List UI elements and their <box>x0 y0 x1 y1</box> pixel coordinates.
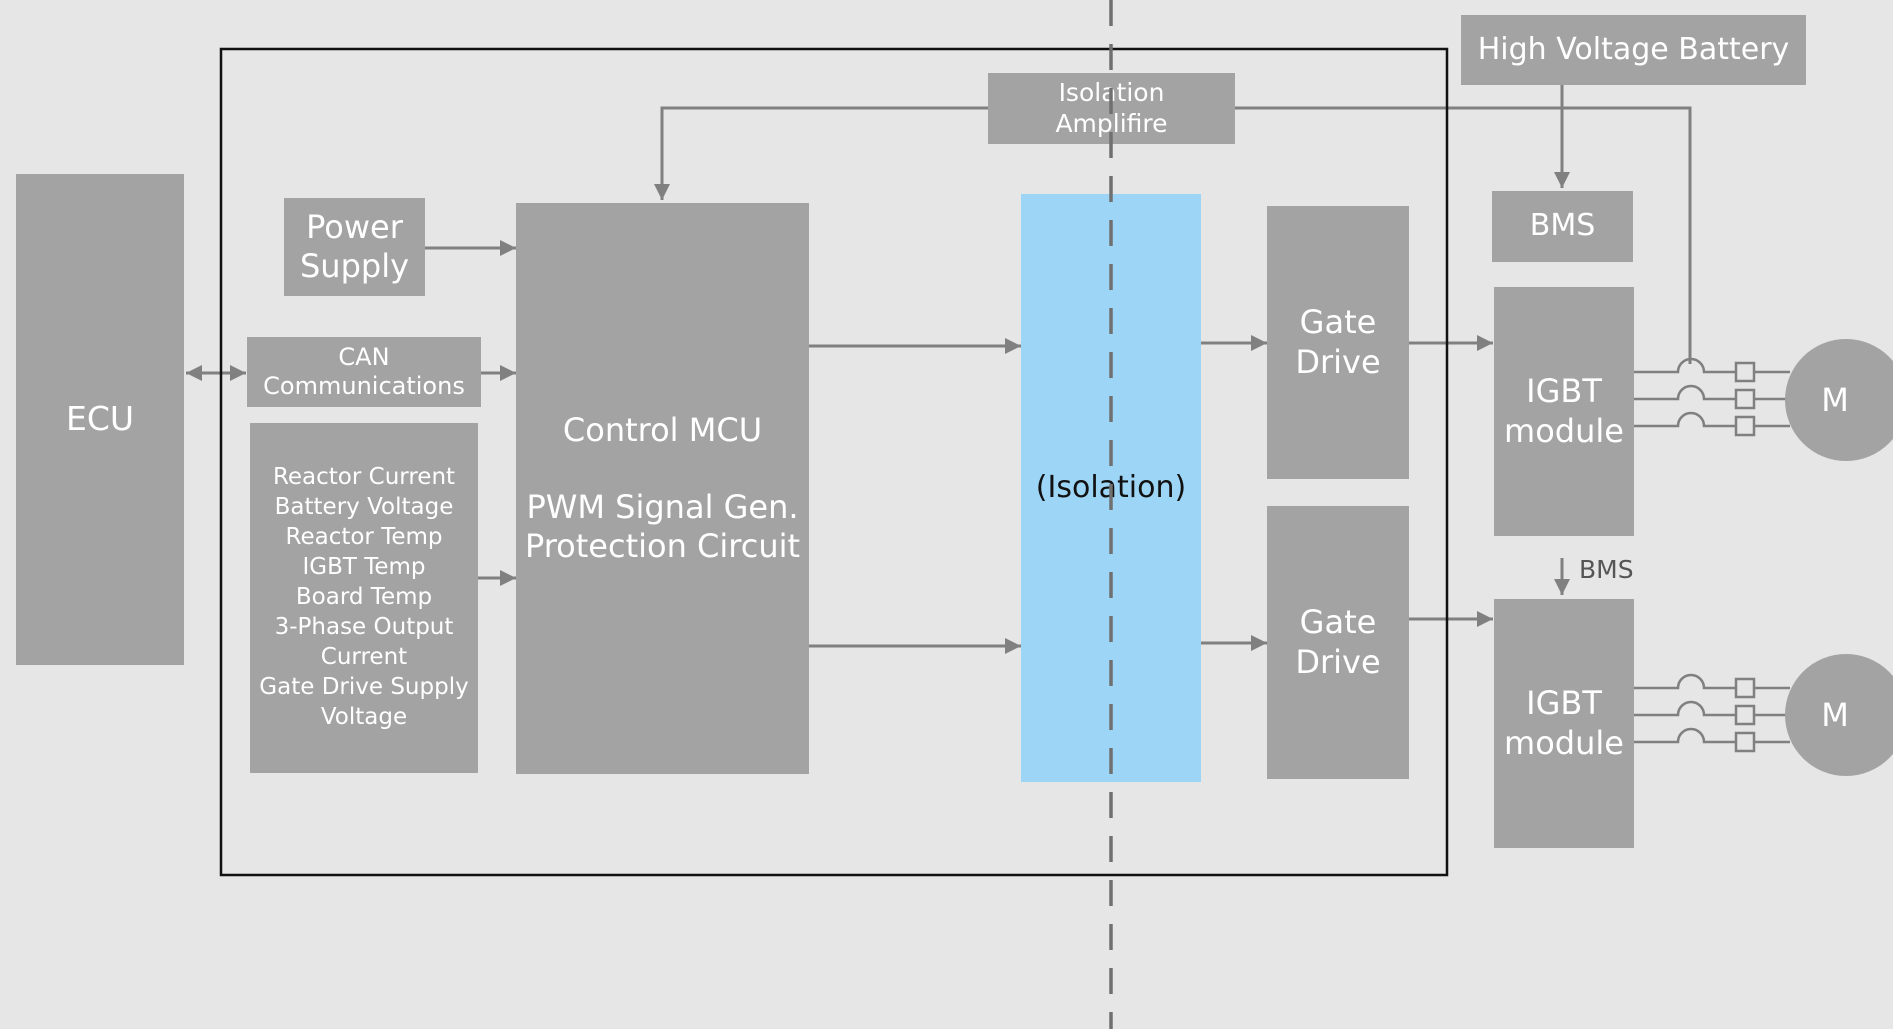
isoamp-mcu-arrow <box>654 106 988 200</box>
can-line-2: Communications <box>263 372 465 400</box>
bms-bottom-label: BMS <box>1579 555 1634 584</box>
bms-top-block: BMS <box>1492 191 1633 262</box>
sensor-item: Reactor Temp <box>285 524 443 551</box>
sensor-item: 3-Phase Output <box>274 613 454 640</box>
motor-bottom-label: M <box>1821 696 1849 734</box>
bms-top-label: BMS <box>1529 208 1596 244</box>
control-mcu-line-2: Protection Circuit <box>524 527 801 566</box>
gate-drive-bottom-line-1: Gate <box>1299 603 1377 642</box>
ecu-block: ECU <box>16 174 184 665</box>
igbt-bottom-block: IGBT module <box>1494 599 1634 848</box>
power-supply-line-1: Power <box>306 207 403 246</box>
sensor-item: Voltage <box>320 703 408 730</box>
igbt-bottom-line-2: module <box>1504 723 1624 762</box>
sensor-item: Reactor Current <box>272 464 456 491</box>
isolation-amplifier-line-1: Isolation <box>1058 78 1165 107</box>
can-line-1: CAN <box>338 342 390 371</box>
sensor-inputs-block: Reactor Current Battery Voltage Reactor … <box>250 423 478 773</box>
motor-top-label: M <box>1821 381 1849 419</box>
gate-drive-bottom-line-2: Drive <box>1295 642 1381 681</box>
ecu-label: ECU <box>65 399 135 439</box>
gate-drive-top-block: Gate Drive <box>1267 206 1409 479</box>
isolation-amplifier-block: Isolation Amplifire <box>988 73 1235 144</box>
sensor-item: Battery Voltage <box>274 494 454 521</box>
can-block: CAN Communications <box>247 337 481 407</box>
gate-drive-top-line-2: Drive <box>1295 342 1381 381</box>
igbt-bottom-line-1: IGBT <box>1526 684 1602 723</box>
inverter-frame <box>219 47 1449 877</box>
control-mcu-block: Control MCU PWM Signal Gen. Protection C… <box>516 203 809 774</box>
gate-drive-bottom-block: Gate Drive <box>1267 506 1409 779</box>
motor-top: M <box>1785 339 1893 461</box>
control-mcu-line-1: PWM Signal Gen. <box>526 487 799 526</box>
sensor-item: Current <box>320 643 408 670</box>
control-mcu-title: Control MCU <box>562 410 763 449</box>
sensor-item: Gate Drive Supply <box>259 673 469 700</box>
motor-bottom: M <box>1785 654 1893 776</box>
isolation-amplifier-line-2: Amplifire <box>1055 108 1168 138</box>
isoamp-sense-line <box>1235 106 1692 364</box>
sensor-item: IGBT Temp <box>302 554 426 581</box>
sensor-item: Board Temp <box>295 584 433 611</box>
high-voltage-battery-label: High Voltage Battery <box>1477 31 1790 67</box>
igbt-top-line-1: IGBT <box>1526 372 1602 411</box>
phase-lines-bottom <box>1634 673 1790 753</box>
igbt-top-block: IGBT module <box>1494 287 1634 536</box>
igbt-top-line-2: module <box>1504 411 1624 450</box>
gate-drive-top-line-1: Gate <box>1299 303 1377 342</box>
isolation-label: (Isolation) <box>1035 469 1187 505</box>
phase-lines-top <box>1634 357 1790 437</box>
power-supply-block: Power Supply <box>284 198 425 296</box>
power-supply-line-2: Supply <box>299 247 410 285</box>
isolation-barrier-block: (Isolation) <box>1021 194 1201 782</box>
high-voltage-battery-block: High Voltage Battery <box>1461 15 1806 85</box>
